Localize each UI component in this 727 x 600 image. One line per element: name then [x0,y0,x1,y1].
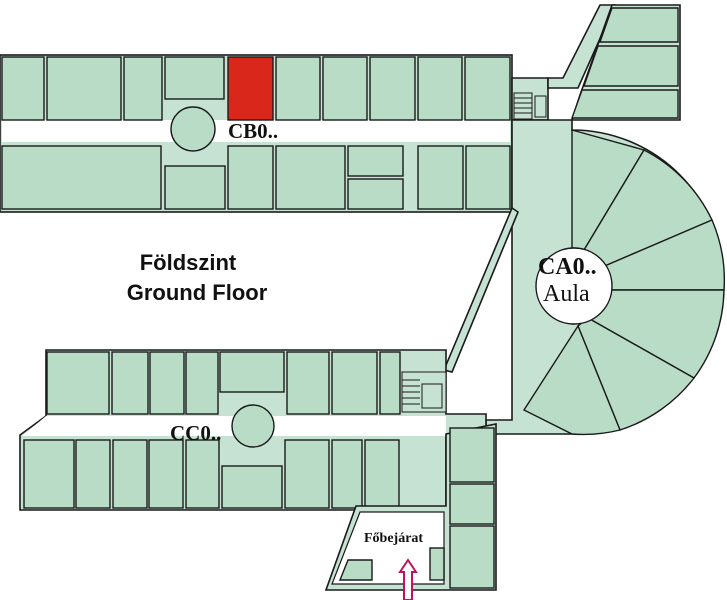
entrance-room[interactable] [449,427,495,483]
staircase-icon [513,92,547,120]
cb-wing: CB0.. [0,54,513,213]
cb-room[interactable] [417,145,464,210]
cc-room[interactable] [185,439,220,509]
entrance-room[interactable] [449,483,495,525]
aula-room[interactable] [522,324,621,436]
cc-room[interactable] [149,351,185,415]
cb-room[interactable] [417,56,463,121]
cb-room[interactable] [123,56,163,121]
cc-room[interactable] [219,351,285,393]
cc-room[interactable] [111,351,149,415]
diagonal-corridor [442,206,519,373]
cc-room[interactable] [286,351,330,415]
upper-right-wing [570,4,681,121]
cc-room[interactable] [185,351,219,415]
cc-wing: CC0.. [19,349,487,511]
cb-room[interactable] [347,145,404,177]
cb-corridor [2,120,510,142]
aula-atrium-circle [535,247,613,325]
upper-right-room[interactable] [599,7,679,43]
entrance-room[interactable] [338,559,373,581]
cc-room[interactable] [331,351,378,415]
staircase-icon [401,371,447,413]
cb-room[interactable] [464,56,511,121]
cb-room[interactable] [164,56,225,100]
cc-room[interactable] [46,351,110,415]
cc-room[interactable] [379,351,401,415]
cb-room[interactable] [275,145,346,210]
floor-title-en: Ground Floor [127,280,268,305]
cc-room[interactable] [112,439,148,509]
cb-room[interactable] [46,56,122,121]
cb-room[interactable] [465,145,511,210]
upper-right-room[interactable] [583,45,679,87]
cc-room[interactable] [331,439,363,509]
cb-room[interactable] [275,56,321,121]
cc-atrium [231,404,275,448]
floor-title-hu: Földszint [140,250,237,275]
cb-room[interactable] [227,145,274,210]
cb-room-highlighted[interactable] [227,56,274,121]
cc-room[interactable] [148,439,184,509]
cb-room[interactable] [369,56,416,121]
entrance-arrow-icon [398,558,418,600]
entrance-room[interactable] [449,525,495,589]
aula-wing: CA0.. Aula [485,119,726,436]
entrance-room[interactable] [429,547,445,581]
cb-room[interactable] [1,56,45,121]
aula-label: Aula [543,281,590,307]
cc-room[interactable] [221,465,283,509]
entrance-label: Főbejárat [364,531,423,546]
cb-room[interactable] [322,56,368,121]
upper-right-room[interactable] [571,89,679,119]
cc-label: CC0.. [170,421,221,445]
cb-label: CB0.. [228,119,278,143]
cc-room[interactable] [364,439,400,509]
cb-room[interactable] [1,145,162,210]
cc-room[interactable] [284,439,330,509]
cb-atrium [170,106,216,152]
cc-room[interactable] [23,439,75,509]
cb-room[interactable] [164,165,226,210]
ca-label: CA0.. [538,254,597,280]
cc-room[interactable] [75,439,111,509]
cb-room[interactable] [347,178,404,210]
entrance-wing: Főbejárat [324,423,497,600]
